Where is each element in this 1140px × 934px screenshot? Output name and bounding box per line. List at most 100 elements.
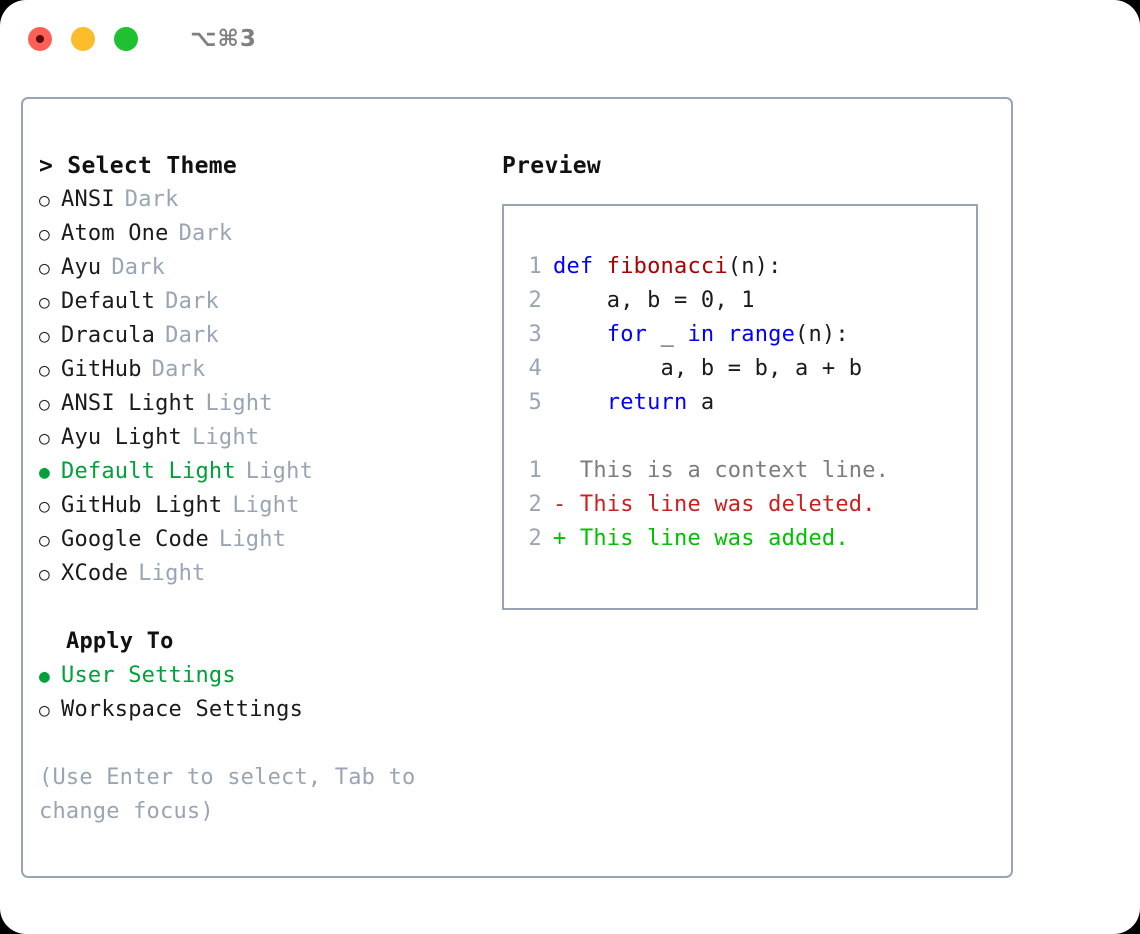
- minimize-window-button[interactable]: [71, 27, 95, 51]
- code-line: 3 for _ in range(n):: [504, 318, 976, 352]
- diff-line-number: 2: [528, 526, 542, 551]
- theme-name-label: GitHub: [61, 357, 142, 382]
- traffic-lights: [28, 27, 138, 51]
- apply-to-option[interactable]: ● User Settings: [39, 659, 499, 693]
- apply-to-list[interactable]: ● User Settings ○ Workspace Settings: [39, 659, 499, 727]
- theme-list-item[interactable]: ○ Google Code Light: [39, 523, 499, 557]
- title-bar: ⌥⌘3: [0, 0, 1140, 78]
- code-token: for: [606, 322, 648, 347]
- radio-selected-icon[interactable]: ●: [39, 666, 51, 687]
- theme-list-item[interactable]: ○ Ayu Dark: [39, 251, 499, 285]
- diff-sample: 1 This is a context line. 2- This line wa…: [504, 454, 976, 556]
- radio-unselected-icon[interactable]: ○: [39, 428, 51, 449]
- radio-unselected-icon[interactable]: ○: [39, 292, 51, 313]
- code-token: _: [647, 322, 688, 347]
- keyboard-hint-text: (Use Enter to select, Tab to change focu…: [39, 765, 416, 824]
- radio-unselected-icon[interactable]: ○: [39, 258, 51, 279]
- theme-name-label: ANSI Light: [61, 391, 196, 416]
- theme-name-label: Google Code: [61, 527, 209, 552]
- theme-variant-tag: Light: [218, 527, 287, 552]
- code-token: (n):: [795, 322, 849, 347]
- theme-name-label: Default: [61, 289, 156, 314]
- code-token: [714, 322, 727, 347]
- code-token: def: [553, 254, 607, 279]
- theme-variant-tag: Light: [232, 493, 300, 518]
- code-token: range: [727, 322, 796, 347]
- code-line-content: for _ in range(n):: [553, 318, 849, 352]
- code-token: a, b = 0, 1: [553, 288, 755, 313]
- radio-unselected-icon[interactable]: ○: [39, 360, 51, 381]
- diff-line-text: This line was deleted.: [579, 492, 876, 517]
- code-token: in: [687, 322, 715, 347]
- theme-name-label: Ayu: [61, 255, 102, 280]
- code-line: 2 a, b = 0, 1: [504, 284, 976, 318]
- theme-variant-tag: Dark: [178, 221, 233, 246]
- theme-variant-tag: Light: [205, 391, 273, 416]
- theme-list-item[interactable]: ○ Default Dark: [39, 285, 499, 319]
- radio-unselected-icon[interactable]: ○: [39, 564, 51, 585]
- theme-variant-tag: Dark: [111, 255, 166, 280]
- radio-unselected-icon[interactable]: ○: [39, 530, 51, 551]
- code-line-number: 4: [528, 356, 542, 381]
- radio-unselected-icon[interactable]: ○: [39, 224, 51, 245]
- theme-name-label: Dracula: [61, 323, 156, 348]
- radio-unselected-icon[interactable]: ○: [39, 700, 51, 721]
- code-line-content: def fibonacci(n):: [553, 250, 782, 284]
- code-line-number: 5: [528, 390, 542, 415]
- diff-line-text: This is a context line.: [579, 458, 890, 483]
- theme-list-item[interactable]: ○ Dracula Dark: [39, 319, 499, 353]
- apply-to-label: User Settings: [61, 663, 236, 688]
- theme-list-item[interactable]: ○ GitHub Light Light: [39, 489, 499, 523]
- diff-marker: -: [553, 492, 580, 517]
- code-line: 4 a, b = b, a + b: [504, 352, 976, 386]
- diff-marker: +: [553, 526, 580, 551]
- theme-variant-tag: Dark: [165, 289, 219, 314]
- theme-name-label: GitHub Light: [61, 493, 223, 518]
- code-line-content: a, b = b, a + b: [553, 352, 863, 386]
- theme-list-item[interactable]: ○ ANSI Light Light: [39, 387, 499, 421]
- apply-to-heading: Apply To: [66, 629, 174, 654]
- theme-variant-tag: Dark: [124, 187, 179, 212]
- select-theme-heading: > Select Theme: [39, 153, 238, 179]
- maximize-window-button[interactable]: [114, 27, 138, 51]
- code-line-content: a, b = 0, 1: [553, 284, 755, 318]
- theme-list-item[interactable]: ○ Atom One Dark: [39, 217, 499, 251]
- radio-selected-icon[interactable]: ●: [39, 462, 51, 483]
- apply-to-label: Workspace Settings: [61, 697, 304, 722]
- keyboard-shortcut-label: ⌥⌘3: [190, 26, 257, 52]
- code-token: a, b = b, a + b: [553, 356, 863, 381]
- theme-variant-tag: Light: [192, 425, 260, 450]
- radio-unselected-icon[interactable]: ○: [39, 326, 51, 347]
- diff-line: 2 + This line was added.: [504, 522, 976, 556]
- theme-name-label: Default Light: [61, 459, 236, 484]
- code-token: (n):: [727, 254, 782, 279]
- code-token: [553, 390, 607, 415]
- diff-line-number: 1: [528, 458, 542, 483]
- radio-unselected-icon[interactable]: ○: [39, 190, 51, 211]
- code-line: 5 return a: [504, 386, 976, 420]
- theme-list-item[interactable]: ○ Ayu Light Light: [39, 421, 499, 455]
- theme-name-label: Ayu Light: [61, 425, 183, 450]
- apply-to-option[interactable]: ○ Workspace Settings: [39, 693, 499, 727]
- theme-variant-tag: Dark: [165, 323, 219, 348]
- code-line-number: 3: [528, 322, 542, 347]
- diff-marker: [553, 454, 580, 488]
- close-window-button[interactable]: [28, 27, 52, 51]
- diff-line: 1 This is a context line.: [504, 454, 976, 488]
- diff-line-text: This line was added.: [579, 526, 849, 551]
- radio-unselected-icon[interactable]: ○: [39, 496, 51, 517]
- radio-unselected-icon[interactable]: ○: [39, 394, 51, 415]
- theme-name-label: Atom One: [61, 221, 169, 246]
- code-diff-separator: [504, 420, 976, 454]
- code-token: a: [687, 390, 715, 415]
